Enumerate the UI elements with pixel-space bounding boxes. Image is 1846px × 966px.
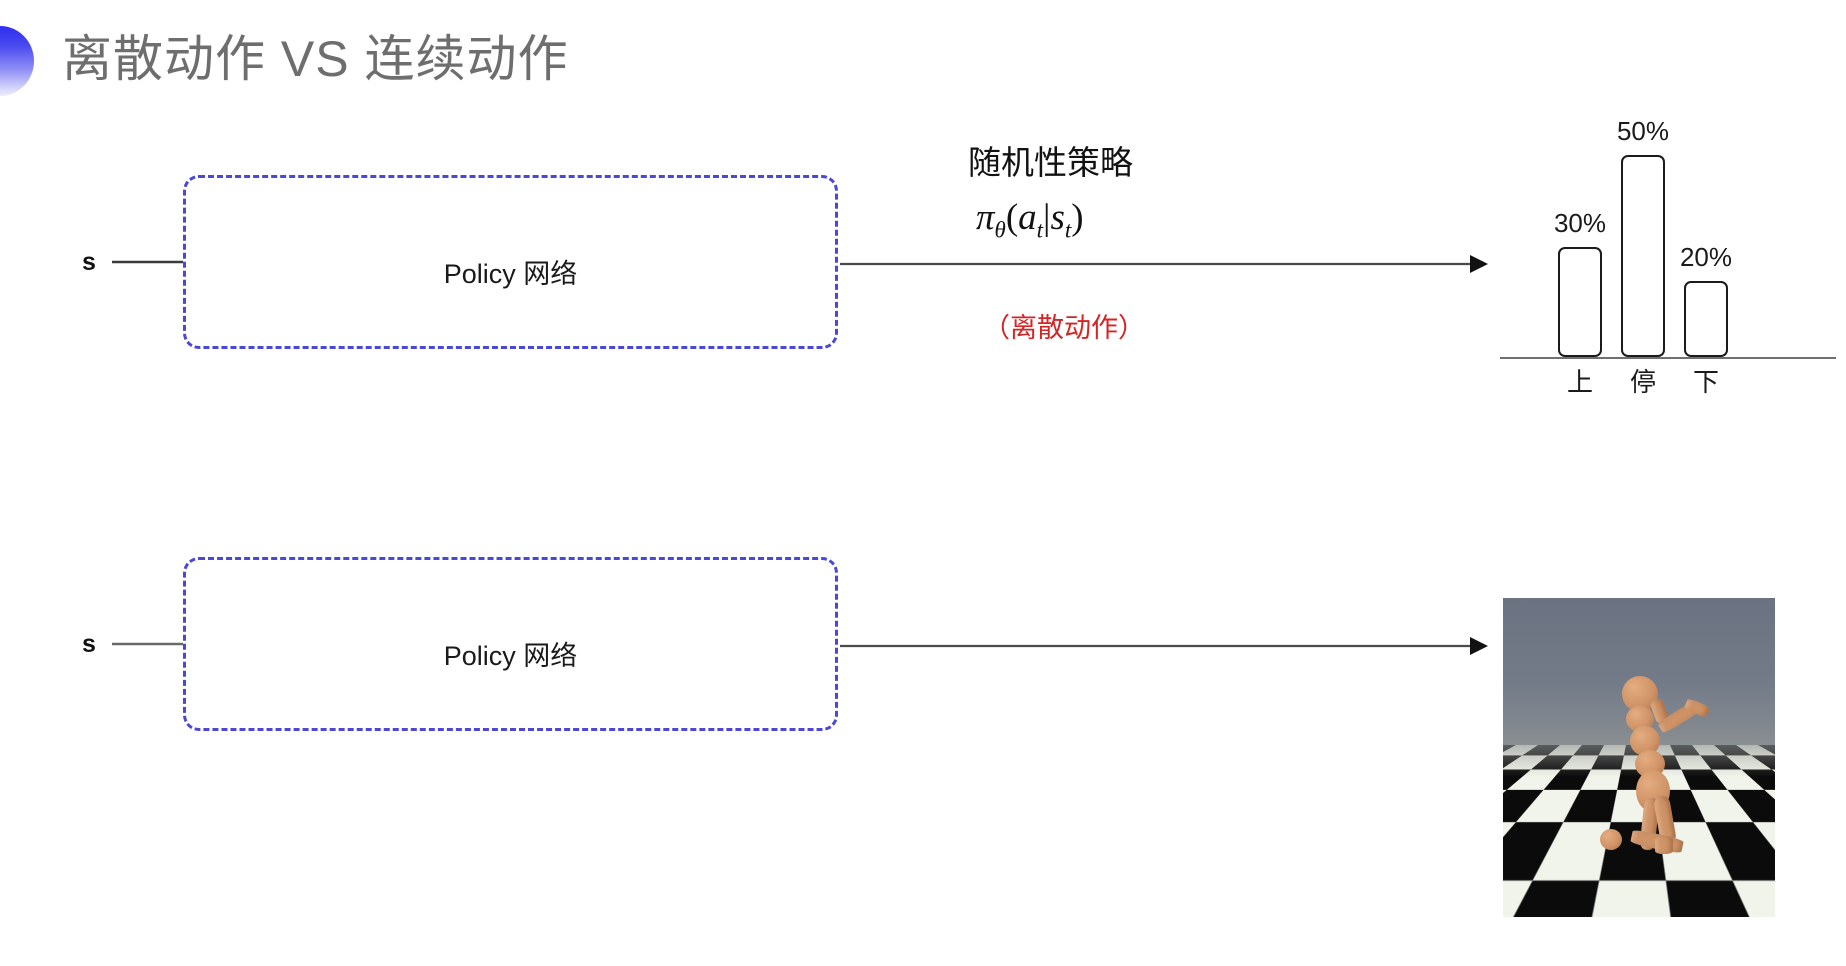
bar-rect-0 xyxy=(1558,247,1602,357)
policy-type-discrete: 随机性策略 xyxy=(968,136,1133,184)
formula-open-paren: ( xyxy=(1006,197,1018,238)
output-arrow-discrete xyxy=(840,252,1490,276)
bar-value-0: 30% xyxy=(1532,208,1628,239)
bar-rect-2 xyxy=(1684,281,1728,357)
policy-network-label-continuous: Policy 网络 xyxy=(186,634,835,673)
formula-base-sub: θ xyxy=(995,217,1006,242)
formula-close-paren: ) xyxy=(1071,197,1083,238)
humanoid-simulation-render xyxy=(1503,598,1775,917)
policy-network-box-discrete[interactable]: Policy 网络 xyxy=(183,175,838,349)
bar-value-1: 50% xyxy=(1595,116,1691,147)
policy-formula-discrete: πθ(at|st) xyxy=(976,196,1084,243)
humanoid-right-knee xyxy=(1655,836,1673,854)
humanoid-left-foot xyxy=(1600,829,1622,850)
output-arrow-continuous xyxy=(840,634,1490,658)
bar-value-2: 20% xyxy=(1658,242,1754,273)
action-probability-bar-chart: 30% 上 50% 停 20% 下 xyxy=(1500,98,1840,398)
formula-base: π xyxy=(976,197,995,238)
state-input-label-discrete: s xyxy=(82,248,96,277)
bar-group-2: 20% 下 xyxy=(1684,281,1728,357)
bar-group-0: 30% 上 xyxy=(1558,247,1602,357)
formula-arg2: s xyxy=(1050,197,1064,238)
action-note-discrete: （离散动作） xyxy=(983,306,1145,345)
row-discrete-action: s Policy 网络 随机性策略 πθ(at|st) （离散动作） 30% xyxy=(0,0,1846,480)
state-input-label-continuous: s xyxy=(82,630,96,659)
chart-baseline-axis xyxy=(1500,357,1836,359)
policy-network-box-continuous[interactable]: Policy 网络 xyxy=(183,557,838,731)
policy-network-label-discrete: Policy 网络 xyxy=(186,252,835,291)
formula-arg1: a xyxy=(1018,197,1037,238)
bar-category-2: 下 xyxy=(1658,362,1754,399)
